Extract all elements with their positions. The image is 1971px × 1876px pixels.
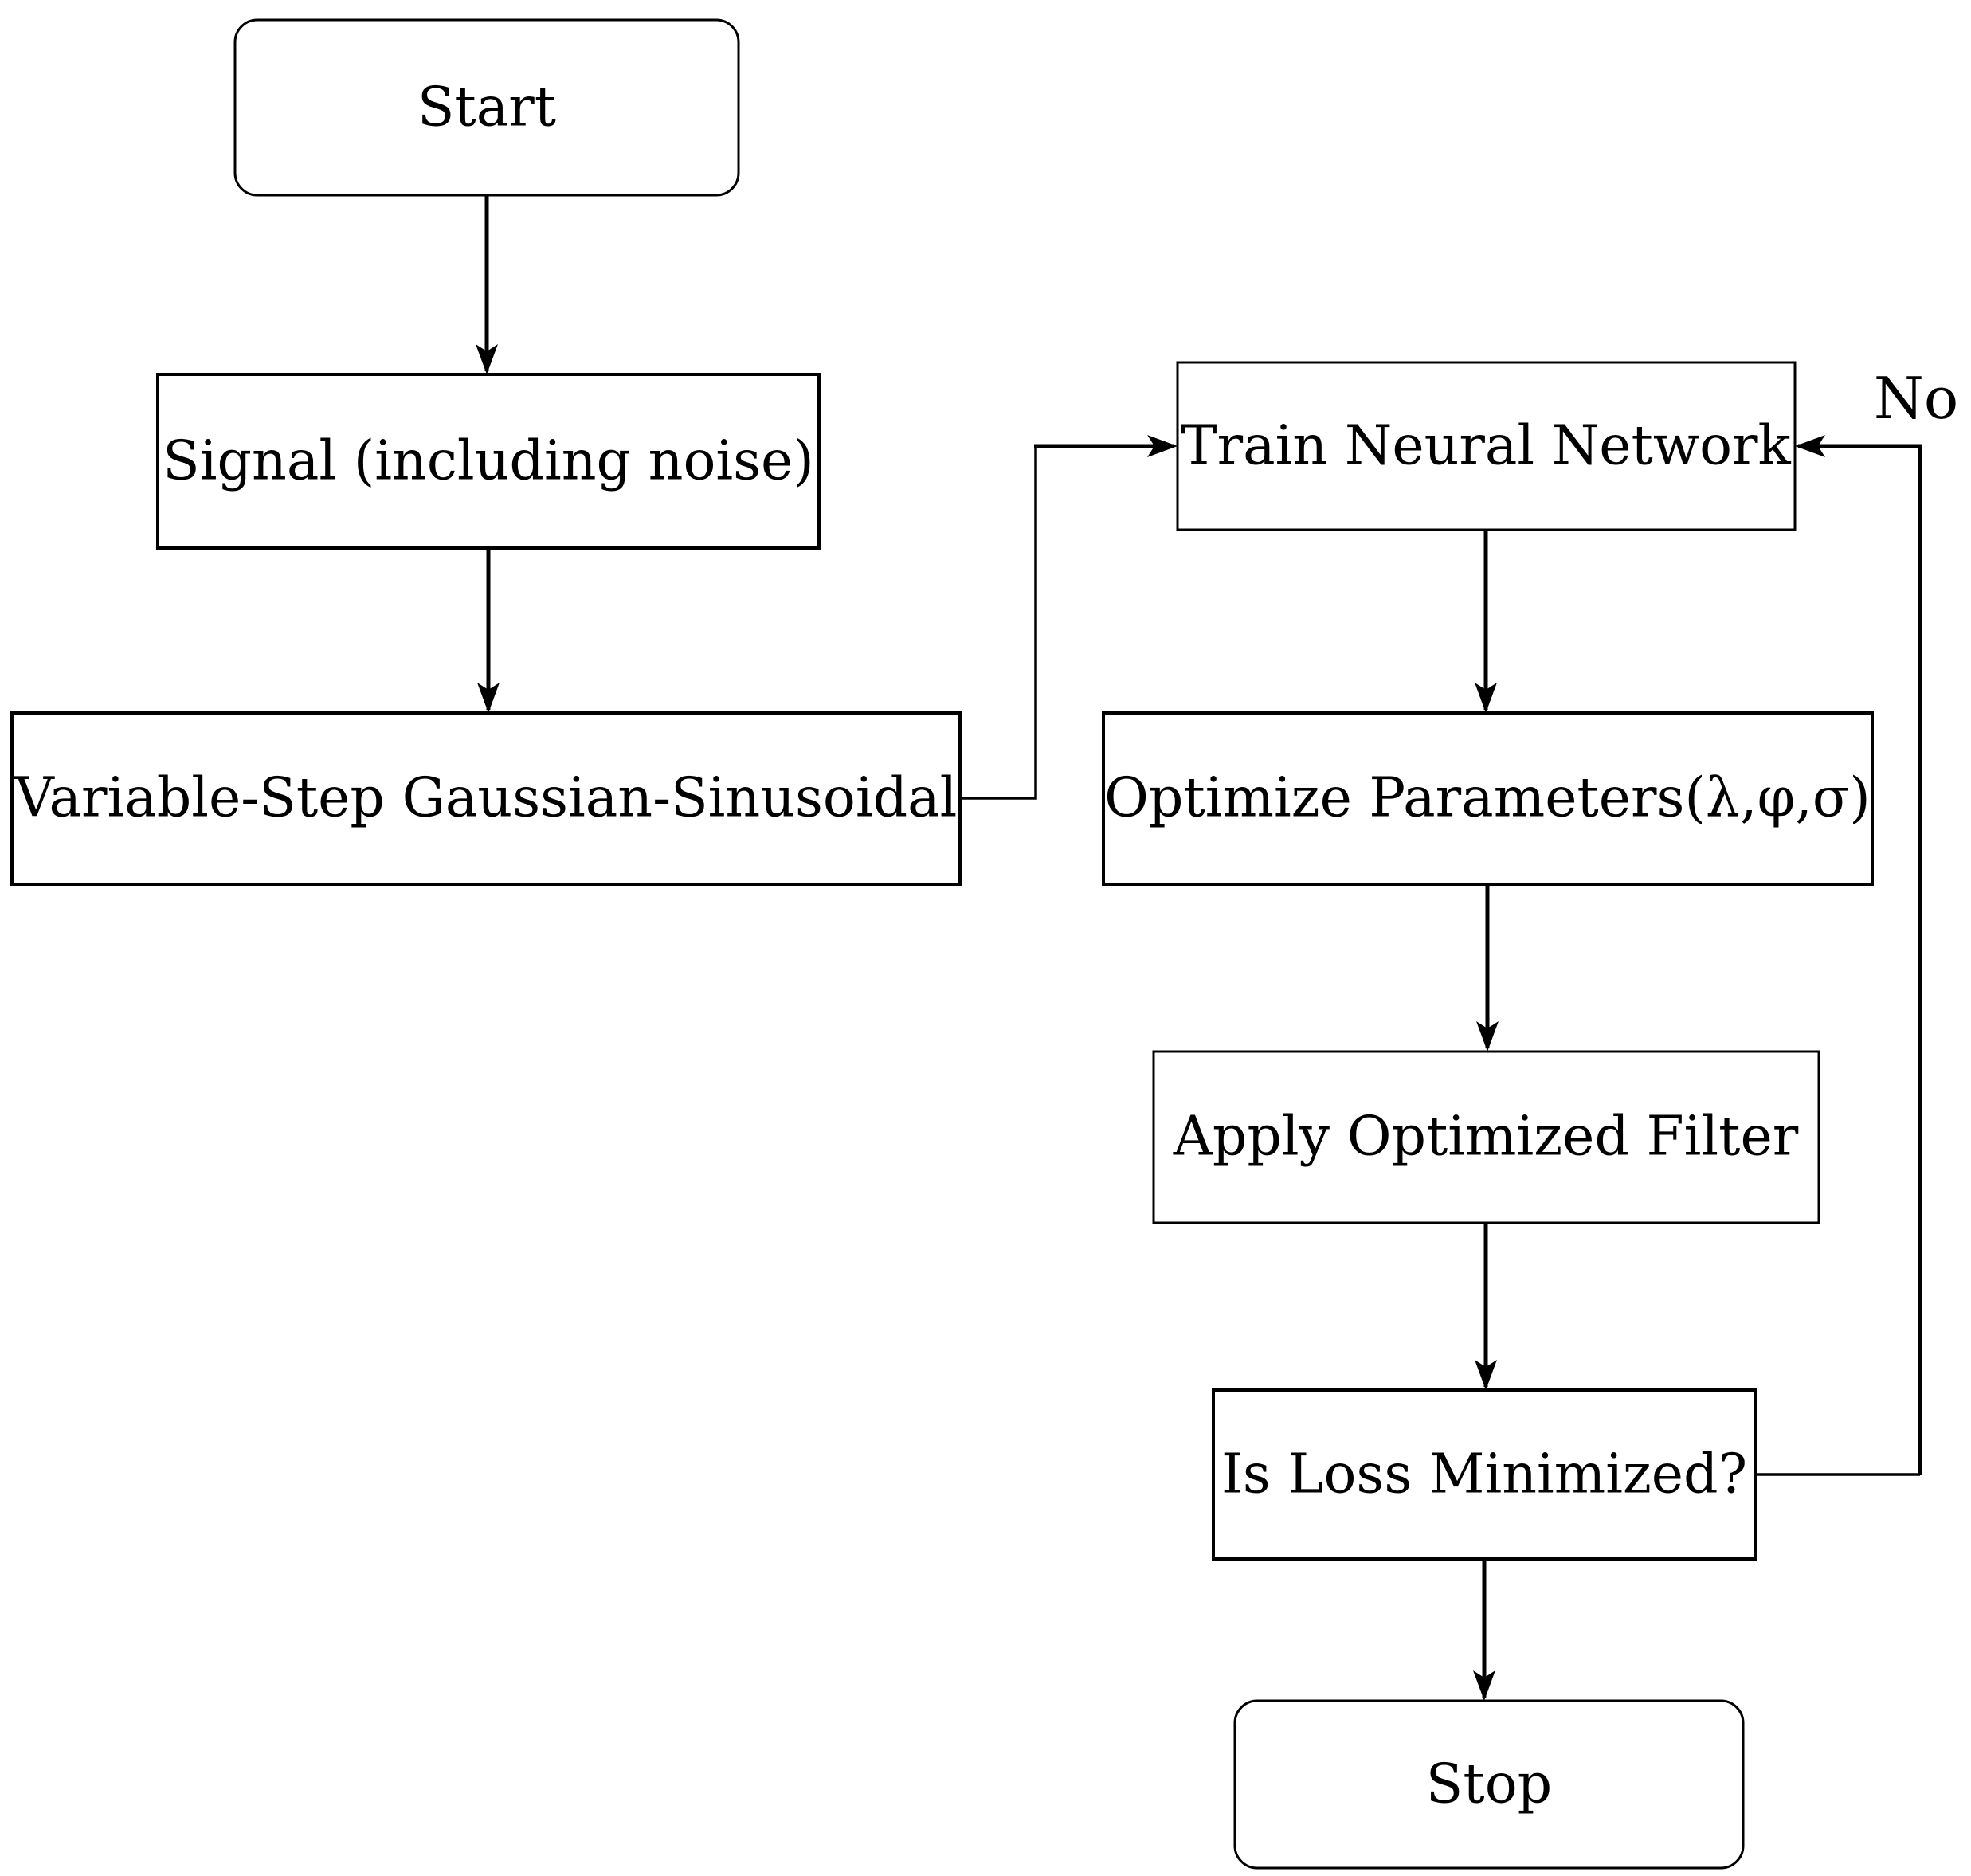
start-node-label: Start	[417, 76, 556, 139]
signal-node-box	[156, 373, 821, 550]
optimize-node-box	[1102, 711, 1874, 886]
node-optimize-parameters: Optimize Parameters(λ,φ,σ)	[1102, 711, 1874, 886]
stop-node-box	[1233, 1699, 1745, 1870]
train-node-label: Train Neural Network	[1181, 415, 1791, 478]
node-is-loss-minimized: Is Loss Minimized?	[1212, 1388, 1757, 1561]
apply-node-label: Apply Optimized Filter	[1173, 1106, 1799, 1169]
node-train-neural-network: Train Neural Network	[1176, 361, 1797, 531]
node-stop: Stop	[1233, 1699, 1745, 1870]
apply-node-box	[1152, 1050, 1820, 1224]
node-variable-step-gaussian-sinusoidal: Variable-Step Gaussian-Sinusoidal	[10, 711, 962, 886]
signal-node-label: Signal (including noise)	[163, 430, 814, 493]
node-apply-optimized-filter: Apply Optimized Filter	[1152, 1050, 1820, 1224]
node-signal: Signal (including noise)	[156, 373, 821, 550]
vsgs-node-box	[10, 711, 962, 886]
optimize-node-label: Optimize Parameters(λ,φ,σ)	[1104, 767, 1871, 830]
stop-node-label: Stop	[1426, 1753, 1552, 1816]
loss-node-box	[1212, 1388, 1757, 1561]
edge-vsgs-to-train-elbow	[960, 448, 1037, 800]
start-node-box	[233, 18, 740, 197]
train-node-box	[1176, 361, 1797, 531]
vsgs-node-label: Variable-Step Gaussian-Sinusoidal	[14, 767, 958, 830]
node-start: Start	[233, 18, 740, 197]
loss-node-label: Is Loss Minimized?	[1221, 1443, 1747, 1506]
edge-label-no: No	[1874, 365, 1958, 432]
edge-loss-to-train-return	[1795, 435, 1922, 1475]
